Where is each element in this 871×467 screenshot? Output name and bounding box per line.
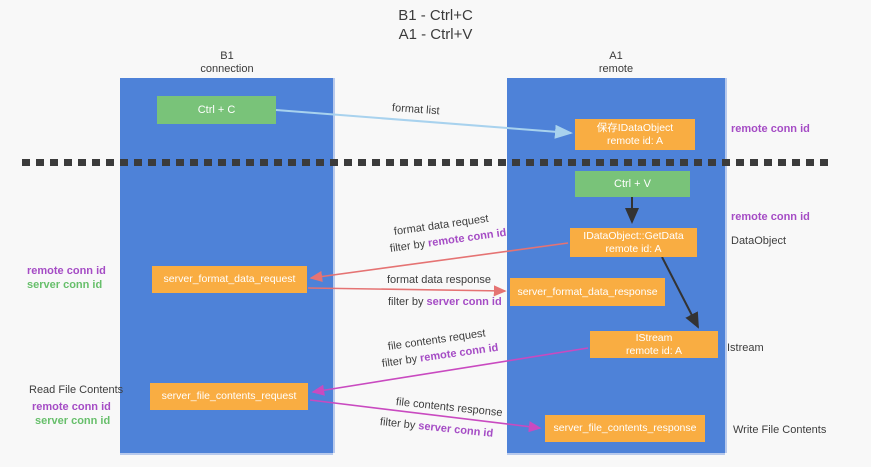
lane-a1-subtitle: remote	[598, 63, 634, 75]
filter-by-text: filter by	[389, 237, 429, 255]
annotation-istream: Istream	[727, 342, 764, 354]
filter-by-text: filter by	[381, 352, 421, 370]
session-divider-dashed-line	[22, 159, 834, 166]
annotation-remote-conn-id-top: remote conn id	[731, 123, 810, 135]
node-save-idataobject: 保存IDataObject remote id: A	[575, 119, 695, 150]
format-data-response-arrow	[307, 285, 507, 297]
filter-key-server-conn-id: server conn id	[426, 296, 502, 308]
lane-b1-subtitle: connection	[200, 63, 254, 75]
node-idataobject-getdata: IDataObject::GetData remote id: A	[570, 228, 697, 257]
node-save-idataobject-line1: 保存IDataObject	[596, 121, 674, 134]
node-idataobject-getdata-line2: remote id: A	[605, 242, 662, 255]
filter-by-text: filter by	[388, 296, 427, 308]
annotation-left-remote-conn-id-bottom: remote conn id	[32, 401, 111, 413]
node-server-format-data-response-label: server_format_data_response	[517, 285, 658, 298]
node-istream-line1: IStream	[635, 331, 673, 344]
node-server-file-contents-response-label: server_file_contents_response	[553, 422, 697, 434]
diagram-title-line2: A1 - Ctrl+V	[398, 26, 473, 43]
annotation-left-server-conn-id-top: server conn id	[27, 279, 103, 291]
annotation-remote-conn-id-mid: remote conn id	[731, 211, 810, 223]
lane-b1-title: B1	[220, 50, 234, 62]
file-contents-response-label: file contents response	[395, 396, 504, 420]
node-ctrl-c-label: Ctrl + C	[197, 103, 236, 116]
format-data-response-label: format data response	[387, 274, 491, 286]
node-server-file-contents-request: server_file_contents_request	[150, 383, 308, 410]
node-idataobject-getdata-line1: IDataObject::GetData	[583, 229, 684, 242]
node-ctrl-c: Ctrl + C	[157, 96, 276, 124]
node-save-idataobject-line2: remote id: A	[606, 134, 664, 147]
node-server-file-contents-response: server_file_contents_response	[545, 415, 705, 442]
node-istream-line2: remote id: A	[625, 344, 683, 357]
node-ctrl-v: Ctrl + V	[575, 171, 690, 197]
lane-header-b1: B1 connection	[157, 50, 297, 76]
lane-header-a1: A1 remote	[546, 50, 686, 76]
file-contents-response-filter-label: filter by server conn id	[379, 416, 493, 440]
lane-a1-title: A1	[609, 50, 623, 62]
node-server-format-data-request-label: server_format_data_request	[163, 273, 296, 285]
annotation-left-remote-conn-id-top: remote conn id	[27, 265, 106, 277]
node-server-format-data-response: server_format_data_response	[510, 278, 665, 306]
format-data-response-filter-label: filter by server conn id	[388, 296, 502, 308]
diagram-title: B1 - Ctrl+C A1 - Ctrl+V	[0, 6, 871, 44]
filter-key-server-conn-id: server conn id	[417, 420, 494, 440]
node-server-format-data-request: server_format_data_request	[152, 266, 307, 293]
annotation-left-server-conn-id-bottom: server conn id	[35, 415, 111, 427]
node-ctrl-v-label: Ctrl + V	[614, 177, 651, 190]
annotation-write-file-contents: Write File Contents	[733, 424, 827, 436]
annotation-dataobject: DataObject	[731, 235, 787, 247]
node-istream: IStream remote id: A	[590, 331, 718, 358]
format-list-label: format list	[391, 102, 440, 118]
filter-by-text: filter by	[379, 416, 419, 432]
annotation-read-file-contents: Read File Contents	[29, 384, 124, 396]
diagram-title-line1: B1 - Ctrl+C	[398, 7, 473, 24]
node-server-file-contents-request-label: server_file_contents_request	[161, 390, 297, 402]
